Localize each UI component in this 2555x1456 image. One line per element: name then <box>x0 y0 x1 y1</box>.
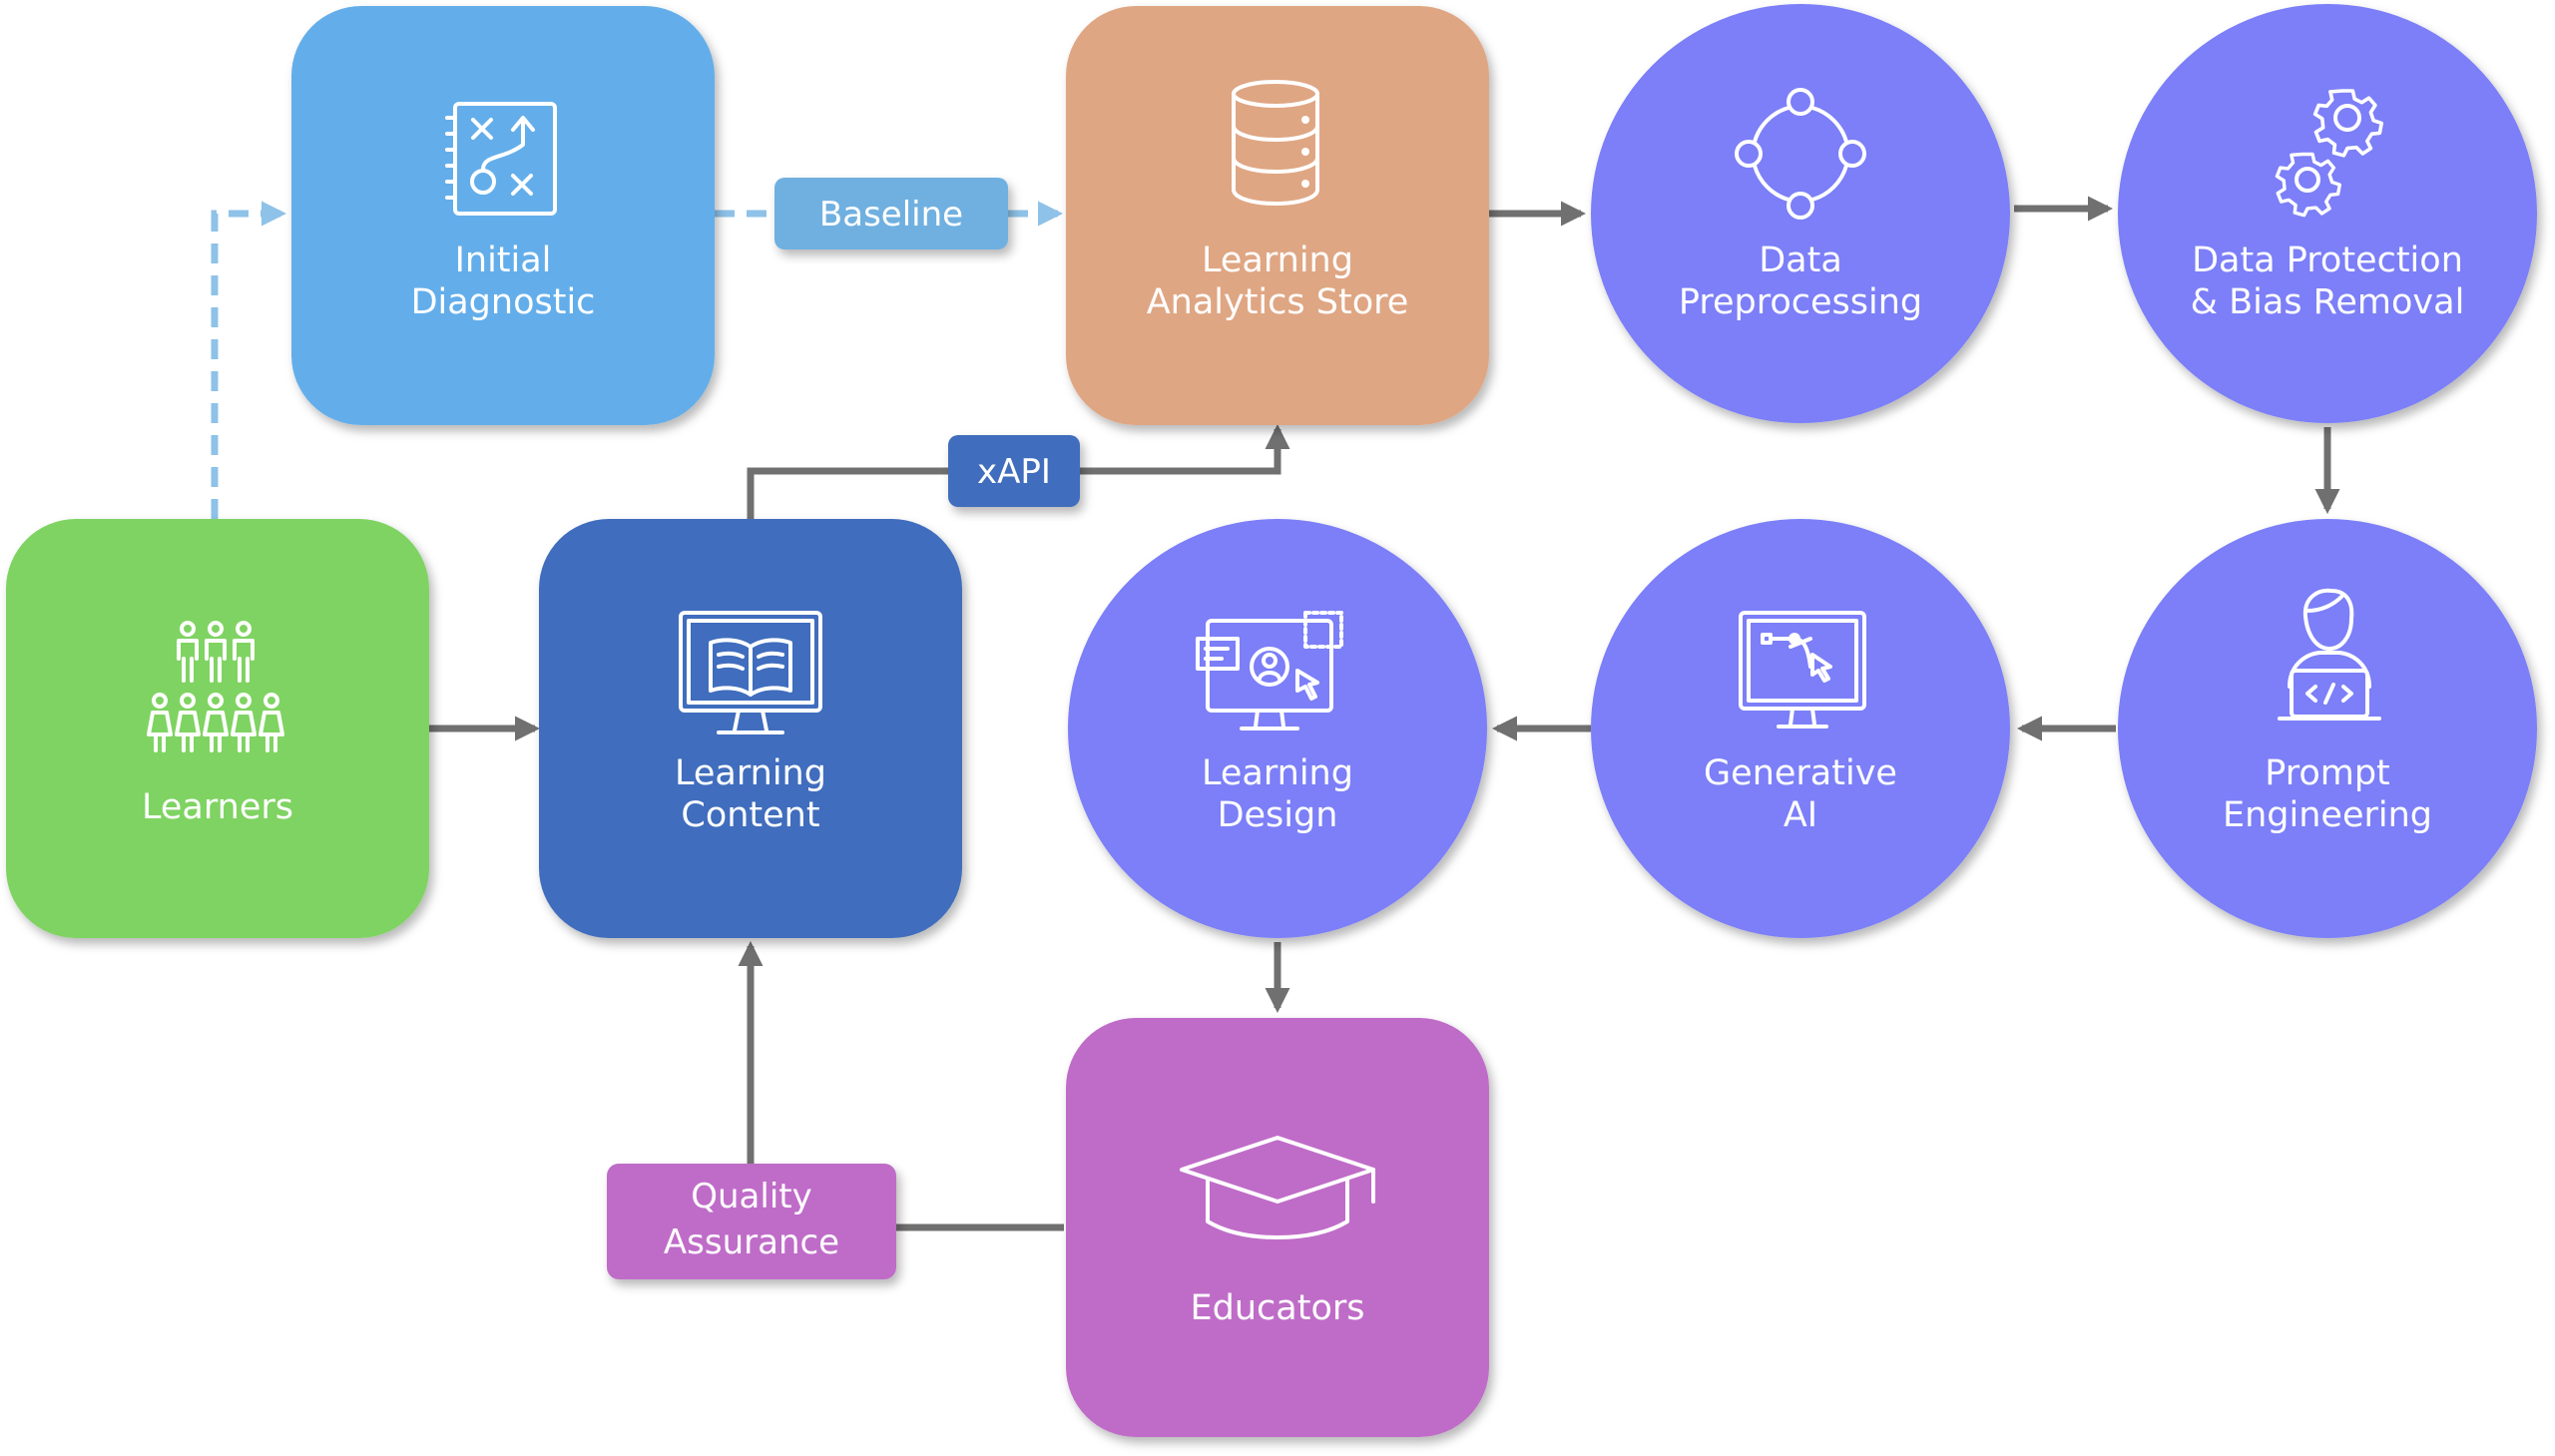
node-generative-ai: Generative AI <box>1591 519 2010 938</box>
node-learning-design: Learning Design <box>1068 519 1487 938</box>
cycle-nodes-icon <box>1735 88 1866 220</box>
generative-ai-line2: AI <box>1784 795 1817 835</box>
xapi-label-text: xAPI <box>977 452 1051 492</box>
learning-design-line1: Learning <box>1202 753 1353 793</box>
book-monitor-icon <box>679 611 822 734</box>
learning-content-line1: Learning <box>675 753 826 793</box>
generative-ai-line1: Generative <box>1704 753 1897 793</box>
gears-icon <box>2275 89 2384 218</box>
prompt-engineering-line1: Prompt <box>2265 753 2390 793</box>
data-preprocessing-circle <box>1591 4 2010 423</box>
people-group-icon <box>147 621 284 752</box>
edges <box>211 196 2340 1231</box>
design-screen-icon <box>1196 611 1343 730</box>
xapi-label: xAPI <box>948 435 1080 507</box>
learning-design-line2: Design <box>1218 795 1338 835</box>
learners-box <box>6 519 429 938</box>
initial-diagnostic-line2: Diagnostic <box>411 282 596 322</box>
learning-analytics-store-box <box>1066 6 1489 425</box>
prompt-engineering-line2: Engineering <box>2223 795 2432 835</box>
educators-box <box>1066 1018 1489 1437</box>
programmer-icon <box>2278 588 2381 721</box>
strategy-board-icon <box>445 102 557 216</box>
quality-assurance-line2: Assurance <box>664 1222 839 1262</box>
quality-assurance-pill <box>607 1164 896 1279</box>
quality-assurance-label: Quality Assurance <box>607 1164 896 1279</box>
data-preprocessing-line2: Preprocessing <box>1679 282 1922 322</box>
prompt-engineering-circle <box>2118 519 2537 938</box>
edge-learners-to-initial-diagnostic <box>211 201 287 519</box>
node-data-preprocessing: Data Preprocessing <box>1591 4 2010 423</box>
node-learning-analytics-store: Learning Analytics Store <box>1066 6 1489 425</box>
data-protection-line2: & Bias Removal <box>2191 282 2465 322</box>
learning-analytics-store-line2: Analytics Store <box>1147 282 1409 322</box>
quality-assurance-line1: Quality <box>691 1177 812 1216</box>
educators-label: Educators <box>1191 1288 1365 1328</box>
learning-content-line2: Content <box>681 795 819 835</box>
baseline-pill <box>774 178 1008 249</box>
learning-analytics-store-line1: Learning <box>1202 241 1353 280</box>
data-protection-circle <box>2118 4 2537 423</box>
node-prompt-engineering: Prompt Engineering <box>2118 519 2537 938</box>
baseline-label-text: Baseline <box>819 195 963 235</box>
graduation-cap-icon <box>1180 1136 1375 1239</box>
initial-diagnostic-line1: Initial <box>455 241 552 280</box>
edge-learning-content-to-xapi <box>747 467 948 519</box>
node-data-protection: Data Protection & Bias Removal <box>2118 4 2537 423</box>
baseline-label: Baseline <box>774 178 1008 249</box>
data-protection-line1: Data Protection <box>2192 241 2463 280</box>
learning-content-box <box>539 519 962 938</box>
node-learning-content: Learning Content <box>539 519 962 938</box>
node-learners: Learners <box>6 519 429 938</box>
edge-xapi-to-learning-analytics-store <box>1080 423 1290 475</box>
learners-label: Learners <box>142 787 293 827</box>
node-educators: Educators <box>1066 1018 1489 1437</box>
data-preprocessing-line1: Data <box>1759 241 1842 280</box>
database-icon <box>1232 80 1319 206</box>
xapi-pill <box>948 435 1080 507</box>
node-initial-diagnostic: Initial Diagnostic <box>291 6 715 425</box>
vector-monitor-icon <box>1739 611 1866 728</box>
